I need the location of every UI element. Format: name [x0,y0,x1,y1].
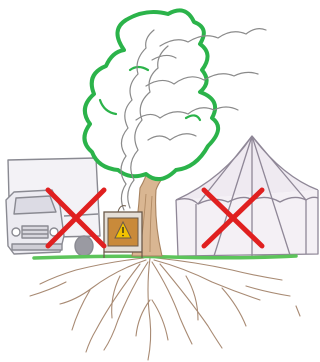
truck-grille [22,226,48,238]
tent-body [176,190,318,256]
truck-windshield [14,196,56,214]
roots-drawing [30,258,300,360]
ground-line [34,256,296,258]
tree-canopy [84,10,218,179]
truck-bumper [12,244,62,250]
generator-icon [104,206,142,258]
truck-headlight [12,228,20,236]
truck-wheel [75,236,93,256]
